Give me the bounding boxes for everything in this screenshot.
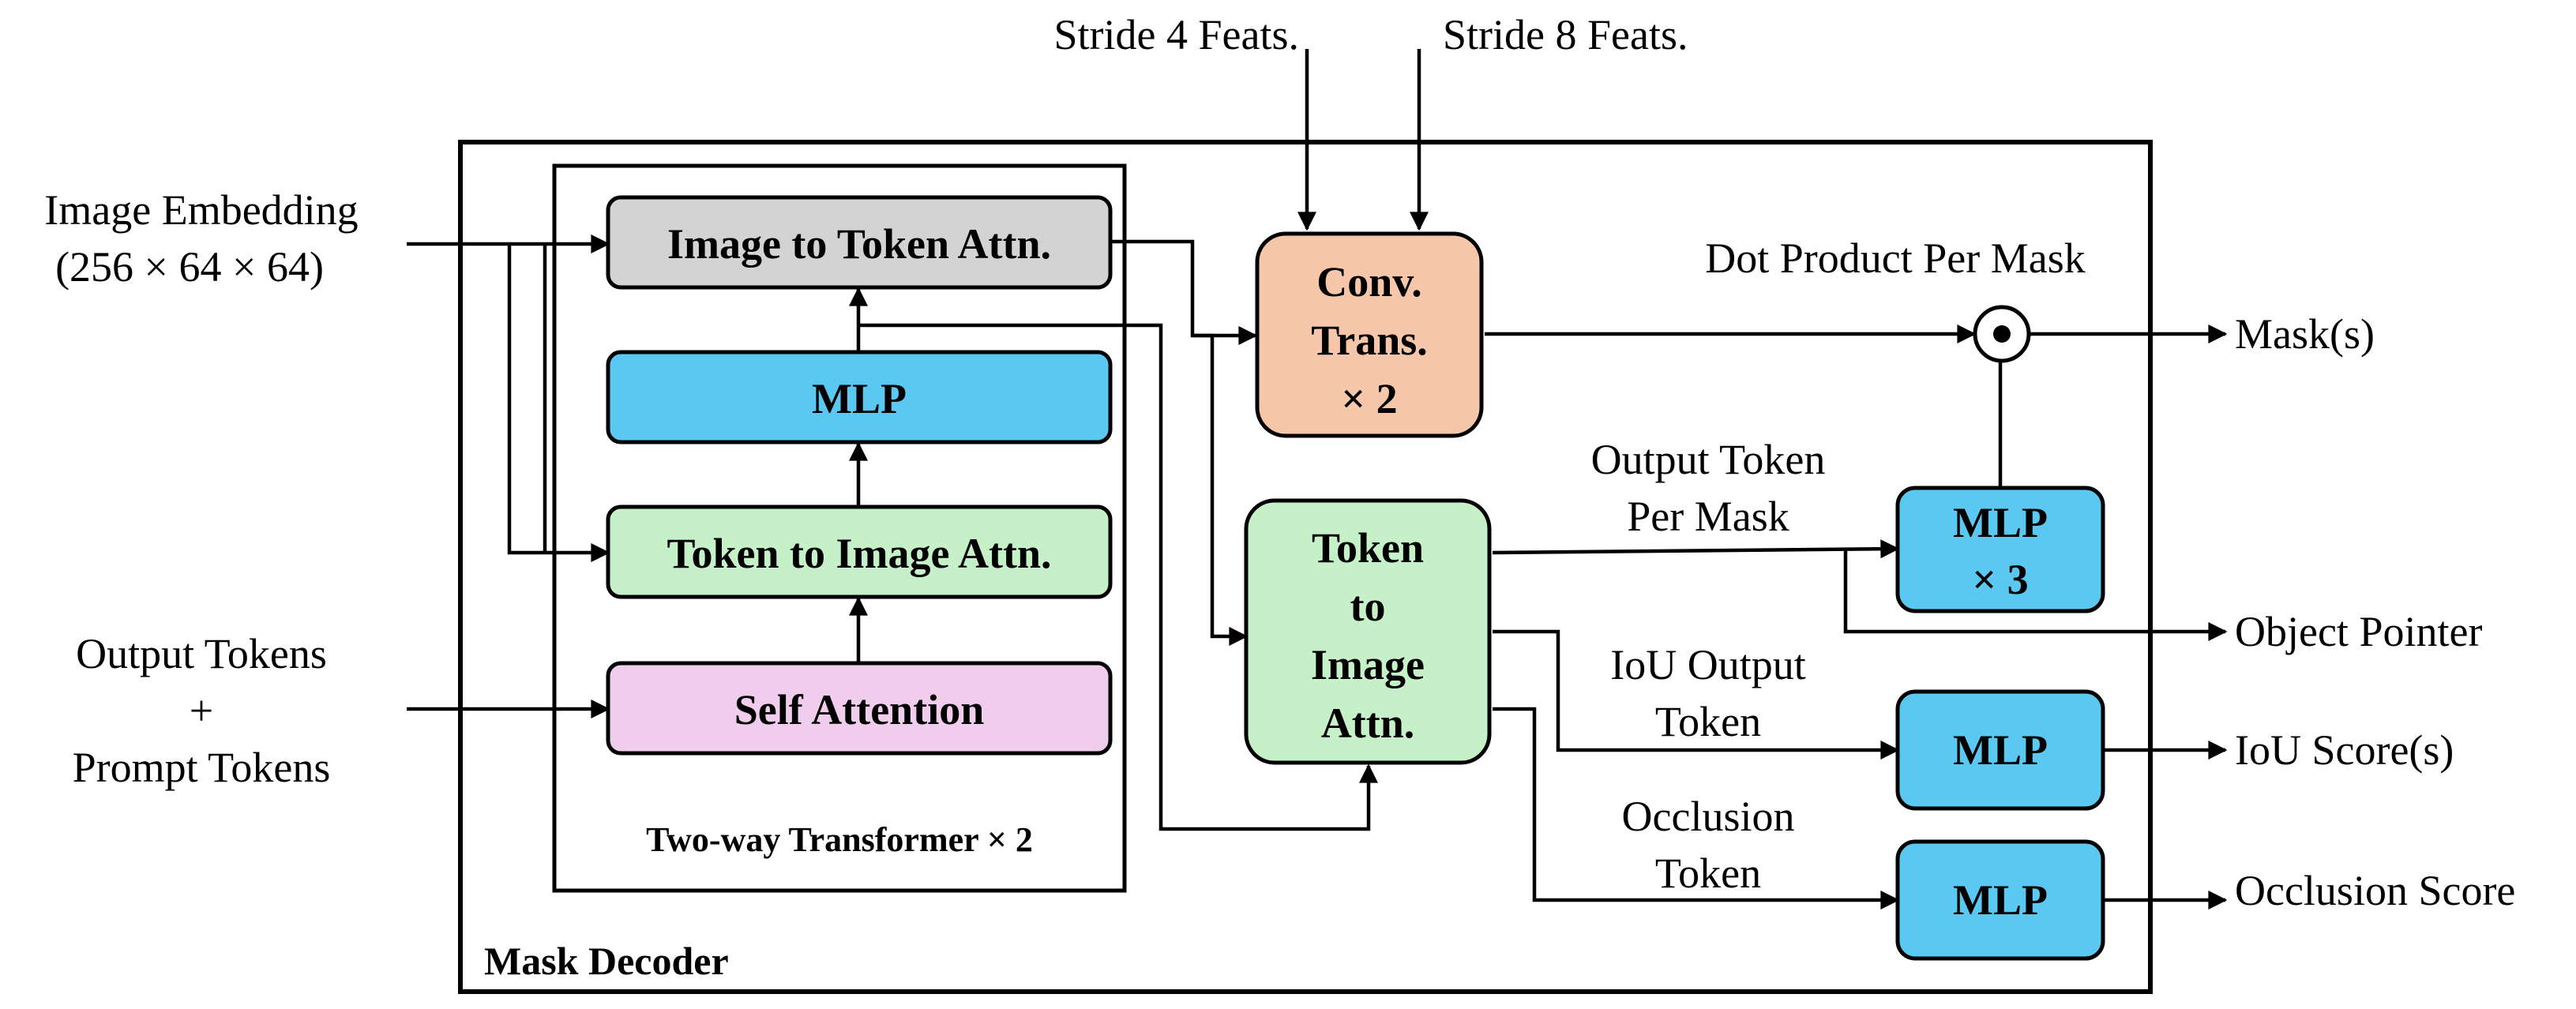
mlp-x3-line2: × 3 [1972, 556, 2028, 603]
mlp-block: MLP [606, 350, 1113, 444]
t2i-main-line3: Image [1311, 641, 1425, 688]
t2i-main-line4: Attn. [1321, 700, 1415, 747]
token-to-image-attn-block: Token to Image Attn. [606, 504, 1113, 599]
wire-occlusion-token [1493, 707, 1900, 910]
wire-i2t-out [1110, 239, 1258, 345]
stride8-label: Stride 8 Feats. [1443, 11, 1688, 58]
two-way-transformer-caption: Two-way Transformer × 2 [646, 820, 1033, 859]
image-embedding-label-line1: Image Embedding [44, 186, 358, 234]
t2i-main-line2: to [1350, 583, 1386, 630]
tokens-label-line2: + [190, 687, 213, 734]
mlp-iou-block: MLP [1895, 689, 2105, 811]
wire-object-pointer [1843, 550, 2228, 641]
iou-token-label-line2: Token [1655, 698, 1761, 745]
mlp-x3-line1: MLP [1953, 499, 2048, 546]
conv-trans-block: Conv. Trans. × 2 [1255, 231, 1484, 438]
self-attention-label: Self Attention [734, 686, 985, 733]
wire-image-embedding-to-t2i-a [507, 244, 610, 562]
conv-trans-line1: Conv. [1316, 258, 1422, 306]
image-embedding-label-line2: (256 × 64 × 64) [55, 243, 324, 291]
mask-decoder-title: Mask Decoder [484, 939, 729, 983]
mlp-iou-label: MLP [1953, 726, 2048, 774]
iou-token-label-line1: IoU Output [1610, 641, 1805, 688]
mlp-label: MLP [812, 375, 907, 422]
conv-trans-line2: Trans. [1311, 317, 1428, 364]
conv-trans-line3: × 2 [1341, 375, 1397, 422]
dot-product-label: Dot Product Per Mask [1705, 234, 2085, 282]
masks-label: Mask(s) [2235, 310, 2375, 358]
token-to-image-attn-main-block: Token to Image Attn. [1244, 498, 1492, 765]
wire-image-to-token-to-image [1192, 333, 1249, 646]
tokens-label-line3: Prompt Tokens [73, 744, 331, 791]
iou-score-label: IoU Score(s) [2235, 726, 2454, 774]
occlusion-score-label: Occlusion Score [2235, 867, 2515, 914]
mlp-x3-block: MLP × 3 [1895, 486, 2105, 613]
mlp-occlusion-label: MLP [1953, 876, 2048, 924]
two-way-transformer-frame [552, 163, 1127, 893]
mlp-occlusion-block: MLP [1895, 839, 2105, 961]
occlusion-token-label-line2: Token [1655, 850, 1761, 897]
output-token-label-line2: Per Mask [1627, 493, 1789, 540]
output-token-label-line1: Output Token [1591, 436, 1826, 483]
wire-iou-token [1493, 629, 1900, 760]
object-pointer-label: Object Pointer [2235, 608, 2482, 655]
t2i-main-line1: Token [1312, 524, 1424, 572]
tokens-label-line1: Output Tokens [76, 630, 327, 677]
image-to-token-attn-block: Image to Token Attn. [606, 195, 1113, 290]
token-to-image-attn-label: Token to Image Attn. [667, 530, 1051, 577]
wire-tokens-to-token-to-image [858, 323, 1378, 831]
dot-product-icon [1973, 305, 2031, 363]
occlusion-token-label-line1: Occlusion [1622, 793, 1795, 840]
stride4-label: Stride 4 Feats. [1054, 11, 1299, 58]
image-to-token-attn-label: Image to Token Attn. [667, 220, 1051, 268]
wire-output-token [1492, 539, 1900, 559]
self-attention-block: Self Attention [606, 661, 1113, 756]
